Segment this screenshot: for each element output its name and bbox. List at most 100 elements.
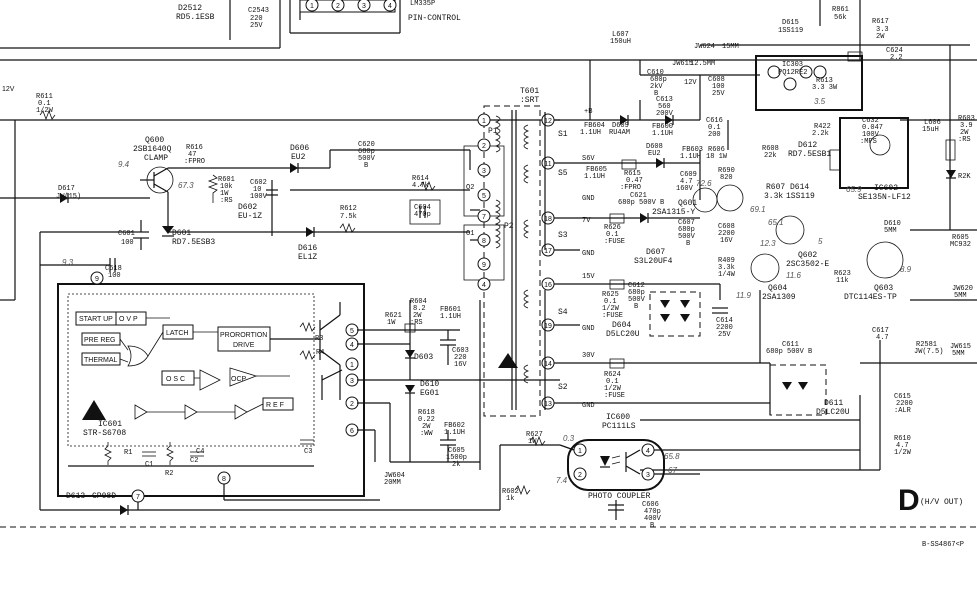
c605-label: C605 [448,447,465,455]
r604-v2: 2W [413,312,422,320]
ic600-pin-4: 4 [646,448,650,455]
c613-v1: 560 [658,103,671,111]
c615-v2: :ALR [894,407,912,415]
ic601-name: IC601 [98,420,122,429]
voltage-65-9: 65.9 [846,185,862,194]
d604-label: D604 [612,321,631,330]
t601-pin-4: 4 [482,282,486,289]
t601-pin-3: 3 [482,168,486,175]
c603-label: C603 [452,347,469,355]
c611-value: 680p 500V B [766,348,812,356]
d614-label: D614 [790,183,809,192]
r610-v2: 1/2W [894,449,912,457]
p2-label: P2 [504,222,514,231]
ic601-pins [90,271,359,503]
d2512-part: RD5.1ESB [176,13,215,22]
ic601-pre-reg: PRE REG [84,337,116,344]
c632-v2: 100V [862,131,880,139]
r617-label: R617 [872,18,889,26]
ic601-osc: O S C [166,376,185,383]
l606-value: 15uH [922,126,939,134]
r603-v1: 3.9 [960,122,973,130]
c611-label: C611 [782,341,799,349]
ic602-part: SE135N-LF12 [858,193,911,202]
ic601-drive: DRIVE [233,342,255,349]
jw620-label: JW620 [952,285,973,293]
d610-label: D610 [420,380,439,389]
t601-pin-7: 7 [482,214,486,221]
ic2503-pin-4: 4 [388,3,392,10]
r617-v1: 3.3 [876,26,889,34]
c607-v1: 680p [678,226,695,234]
c615-v1: 2200 [896,400,913,408]
r612-label: R612 [340,205,357,213]
ic601-pin-1: 1 [350,362,354,369]
d617-value: JW(15) [56,193,81,201]
fb604-label: FB604 [584,122,605,130]
r601-v3: :RS [220,197,233,205]
r617-v2: 2W [876,33,885,41]
d601-label: D601 [172,229,191,238]
ic600-photo-coupler [559,439,860,520]
ic600-part: PC111LS [602,422,636,431]
q602-part: 2SC3502-E [786,260,829,269]
gnd-label-3: GND [582,325,595,333]
fb605-value: 1.1UH [584,173,605,181]
doc-id: B-SS4867<P [922,541,964,549]
r621-value: 1W [387,319,396,327]
d615-label: D615 [782,19,799,27]
ic601-pin-5: 5 [350,328,354,335]
ic600-pin-3: 3 [646,472,650,479]
c614-v2: 25V [718,331,731,339]
c607-v3: B [686,240,690,248]
t601-pin-9: 9 [482,262,486,269]
c603-v1: 220 [454,354,467,362]
c616-v2: 200 [708,131,721,139]
r604-v3: :RS [410,319,423,327]
r611-v1: 0.1 [38,100,51,108]
c616-v1: 0.1 [708,124,721,132]
ic601-thermal: THERMAL [84,357,118,364]
t601-value: :SRT [520,96,539,105]
d610b-value: 5MM [884,227,897,235]
q604-label: Q604 [768,284,787,293]
c606-v2: 400V [644,515,662,523]
c608b-label: C608 [718,223,735,231]
r624-v3: :FUSE [604,392,625,400]
v30-label: 30V [582,352,595,360]
d615-part: 1SS119 [778,27,803,35]
section-d-title: D [898,484,920,517]
r422-value: 2.2k [812,130,829,138]
ic2503-pin-2: 2 [336,3,340,10]
c632-v1: 0.047 [862,124,883,132]
voltage-5: 5 [818,237,823,246]
c2543-v1: 220 [250,15,263,23]
r612-value: 7.5k [340,213,357,221]
d607-label: D607 [646,248,665,257]
fb601-value: 1.1UH [440,313,461,321]
r602-label: R602 [502,488,519,496]
r623-label: R623 [834,270,851,278]
c618-capacitor [109,258,116,272]
c603-v2: 16V [454,361,467,369]
ic601-r3: R3 [315,335,323,343]
ic2503-pin-3: 3 [362,3,366,10]
jw604-value: 20MM [384,479,401,487]
d612-part: RD7.5ESB1 [788,150,831,159]
jw615-value: 12.5MM [690,60,715,68]
t601-pin-12: 12 [544,118,552,125]
r409-label: R409 [718,257,735,265]
t601-pin-16: 16 [544,282,552,289]
d614-part: 1SS119 [786,192,815,201]
t601-pin-18: 18 [544,216,552,223]
ic601-pin-8: 8 [222,476,226,483]
s4-label: S4 [558,308,568,317]
r615-v1: 0.47 [626,177,643,185]
c608b-v2: 16V [720,237,733,245]
c609-v2: 160V [676,185,694,193]
r625-v1: 0.1 [604,298,617,306]
r613-value: 3.3 3W [812,84,838,92]
ic601-ref: R E F [266,402,284,409]
fb600-label: FB600 [652,123,673,131]
voltage-67: 67 [668,466,677,475]
